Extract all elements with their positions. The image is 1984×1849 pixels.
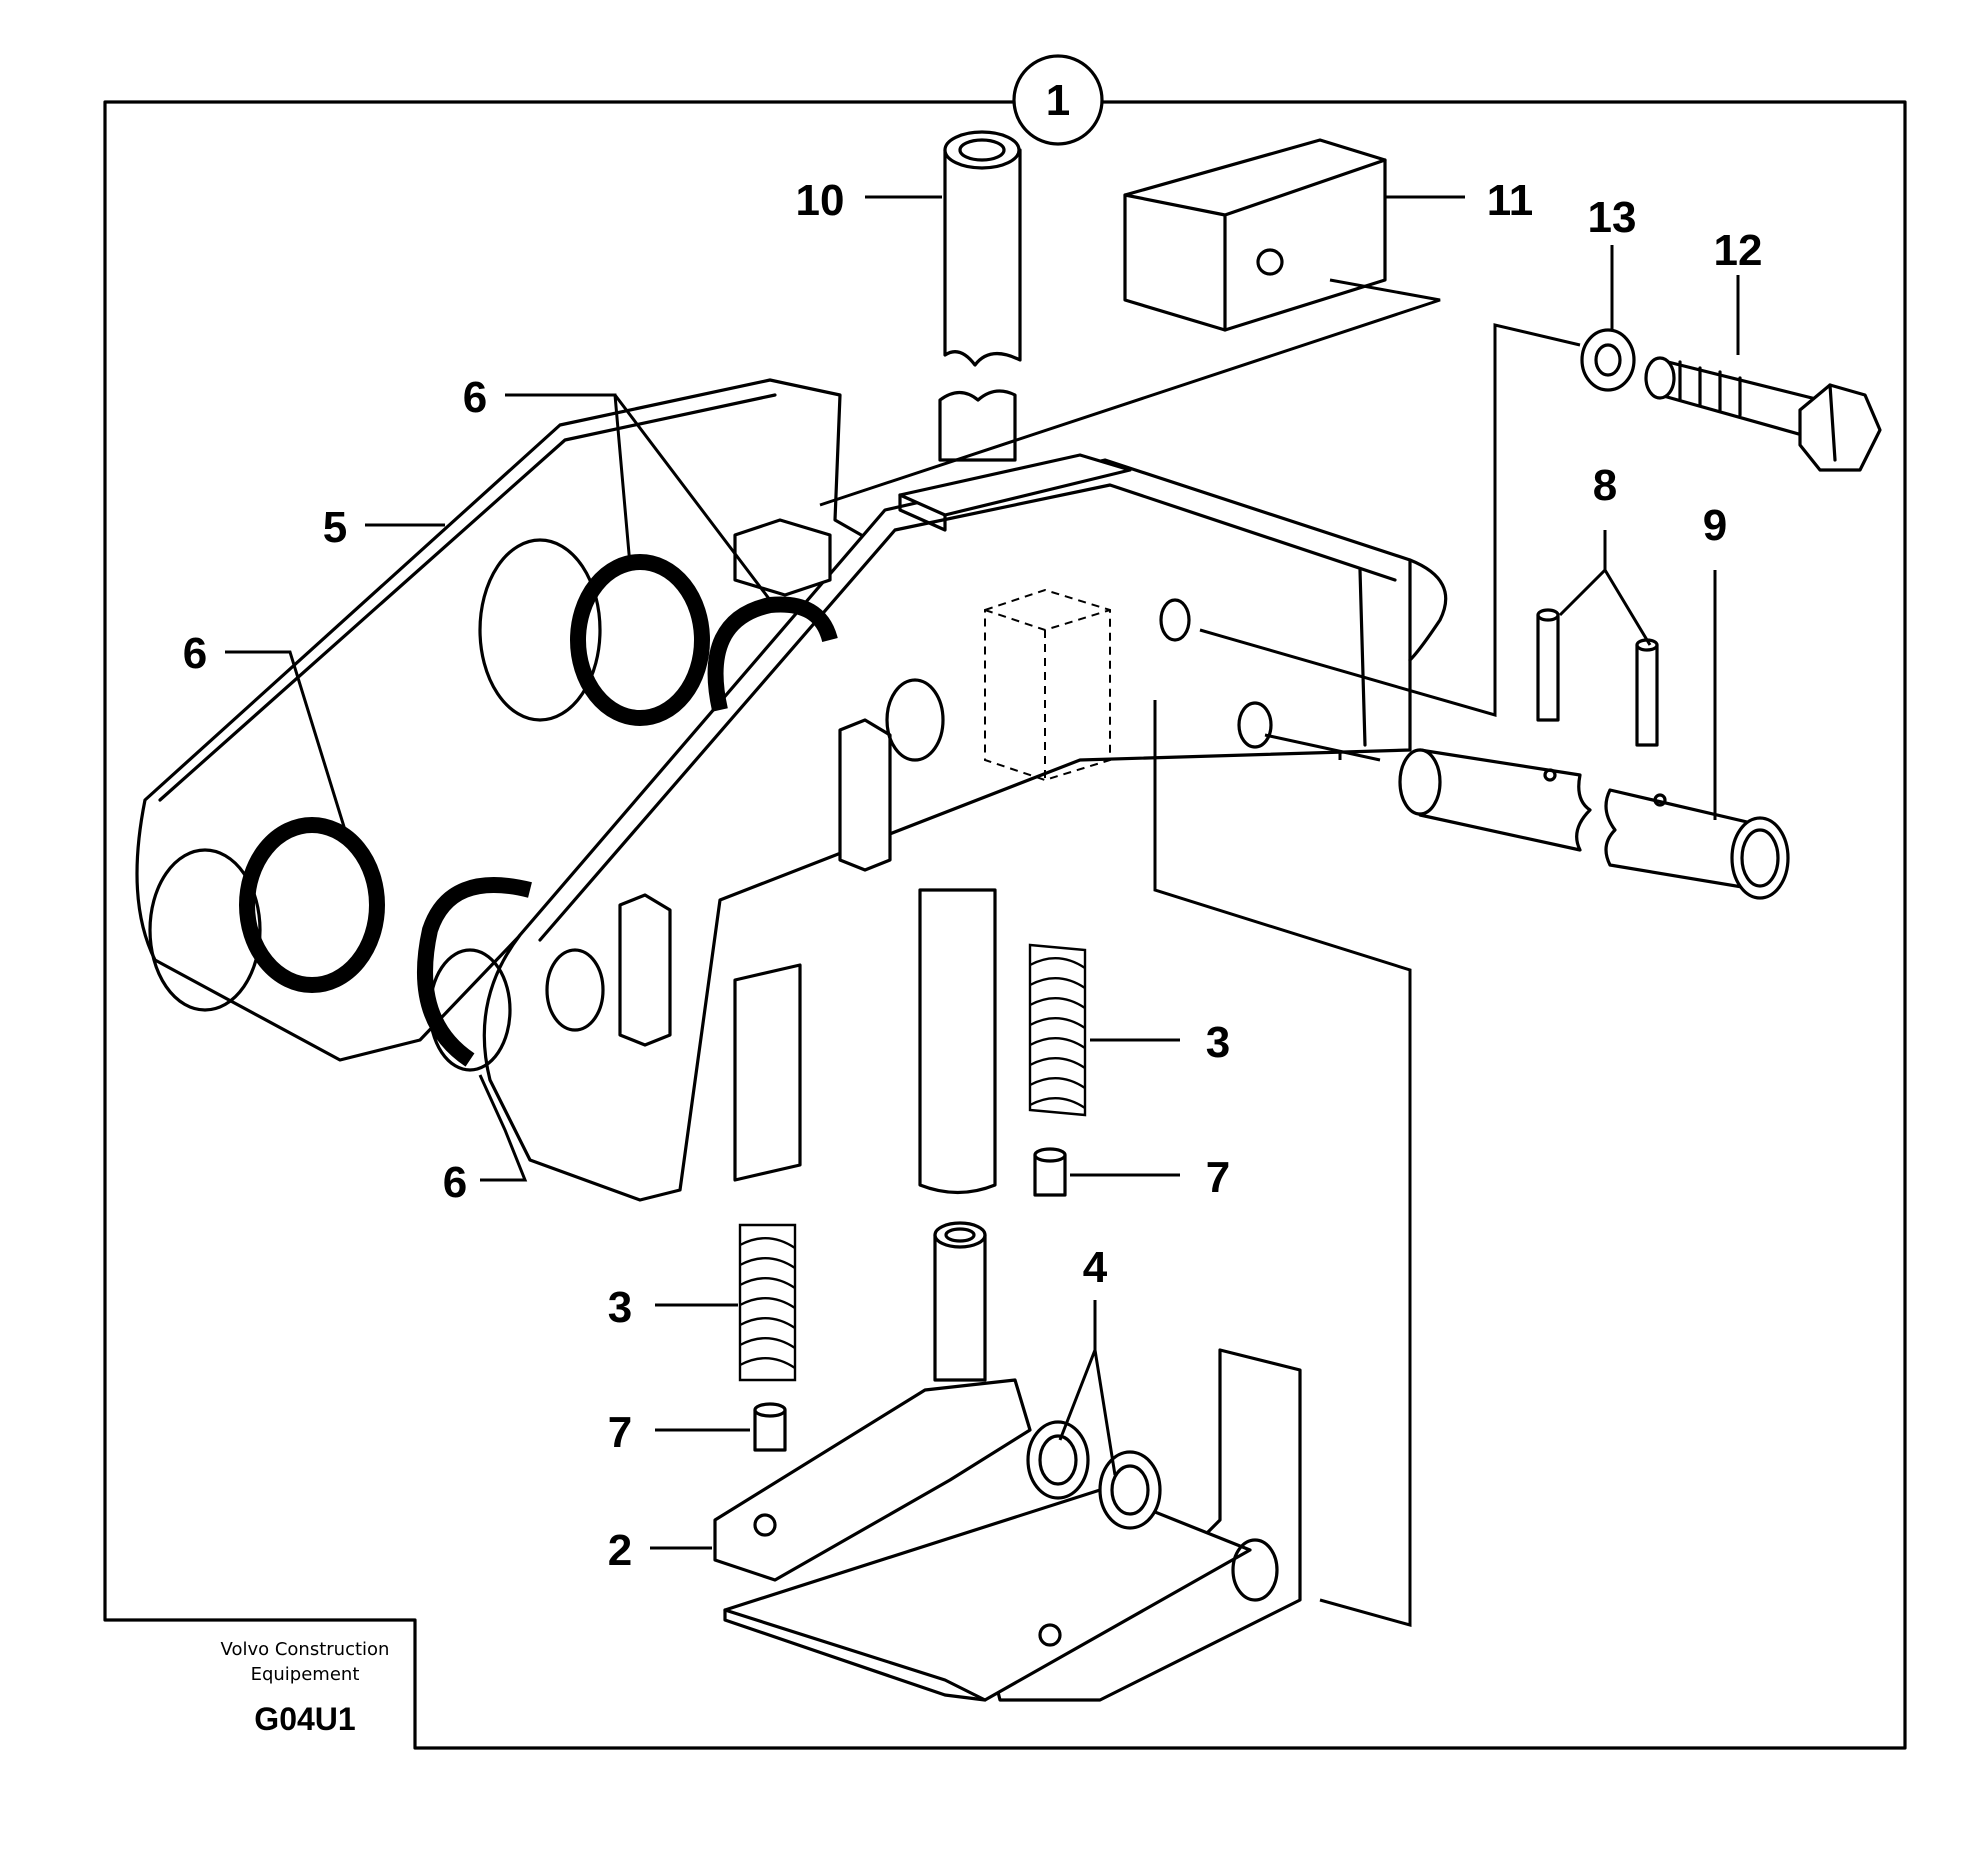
callout-6-top: 6 (463, 373, 487, 422)
callout-3-lower: 3 (608, 1283, 632, 1332)
quick-coupler-frame (135, 378, 1448, 1202)
bushing-bores (148, 538, 602, 1072)
callout-5: 5 (323, 503, 347, 552)
callout-2: 2 (608, 1526, 632, 1575)
callout-9: 9 (1703, 501, 1727, 550)
pin-upper (938, 130, 1022, 462)
company-name-line1: Volvo Construction (221, 1639, 390, 1660)
diagram-frame (103, 100, 1907, 1750)
group-number-badge: 1 (1012, 54, 1104, 146)
callout-leaders (225, 195, 1740, 1550)
group-number: 1 (1046, 76, 1070, 125)
seal-ring (707, 596, 838, 712)
callout-7-upper: 7 (1206, 1153, 1230, 1202)
drawing-code: G04U1 (254, 1701, 355, 1737)
callout-13: 13 (1588, 193, 1637, 242)
seal-ring (239, 817, 385, 993)
seal-ring (417, 877, 532, 1067)
bushing-upper (1033, 1147, 1067, 1197)
pin-lower (918, 888, 997, 1382)
seal-rings (239, 554, 838, 1067)
drawing-footer: Volvo Construction Equipement G04U1 (221, 1639, 390, 1737)
seal-ring (570, 554, 710, 726)
callout-labels: 10 11 13 12 6 5 6 6 8 9 3 7 4 3 7 2 (183, 176, 1763, 1575)
callout-8: 8 (1593, 461, 1617, 510)
callout-3-upper: 3 (1206, 1018, 1230, 1067)
wedge-block (1123, 138, 1387, 332)
company-name-line2: Equipement (251, 1664, 360, 1685)
roll-pins (1536, 608, 1659, 747)
locking-bracket (713, 1348, 1302, 1702)
washer (1580, 328, 1636, 392)
spring-lower (738, 1223, 797, 1382)
hex-bolt (1644, 356, 1882, 472)
callout-11: 11 (1487, 176, 1534, 225)
pin-horizontal (1398, 748, 1790, 900)
callout-7-lower: 7 (608, 1408, 632, 1457)
callout-10: 10 (796, 176, 845, 225)
bushing-lower (753, 1402, 787, 1452)
callout-6-left: 6 (183, 629, 207, 678)
callout-6-bottom: 6 (443, 1158, 467, 1207)
callout-12: 12 (1714, 226, 1763, 275)
assembly-lines (819, 278, 1581, 1627)
callout-4: 4 (1083, 1243, 1108, 1292)
spring-upper (1028, 943, 1087, 1117)
